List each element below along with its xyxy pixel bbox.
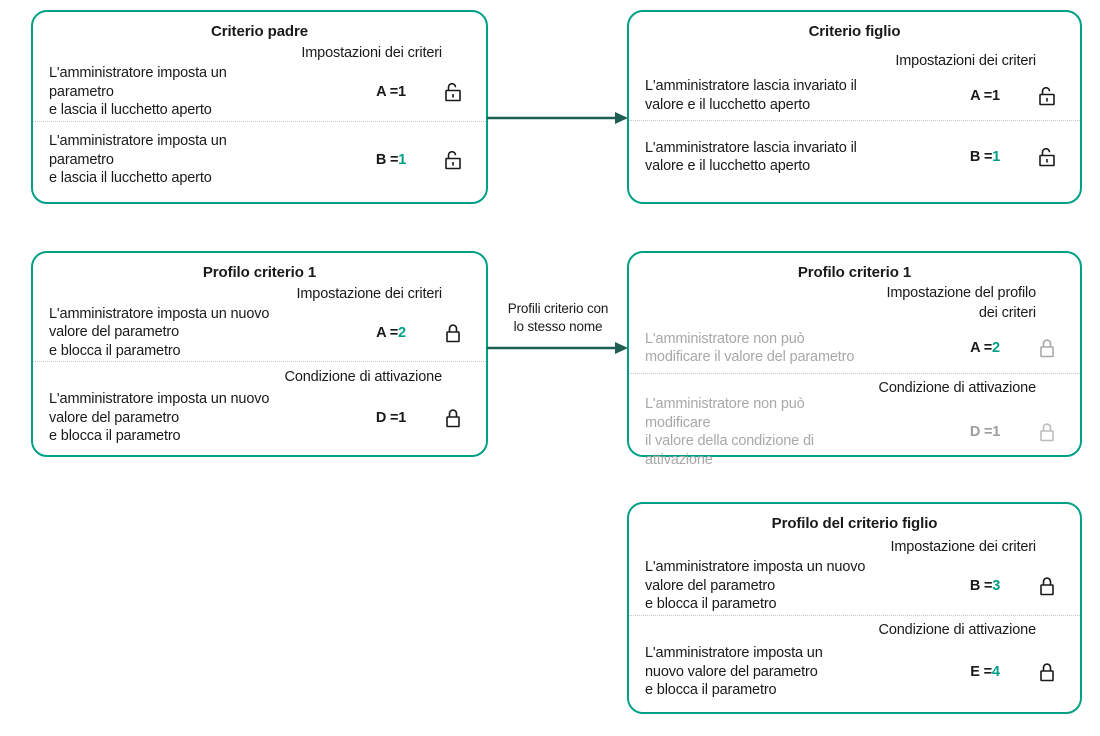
card-row: Impostazioni dei criteri L'amministrator… [629,52,1080,120]
value-number: 1 [992,149,1001,165]
arrow-profilo-to-profilo [487,340,629,356]
row-value: A =1 [942,88,1028,104]
row-value: D =1 [348,410,434,426]
row-description: L'amministratore non può modificare il v… [645,330,855,366]
section-label: Impostazioni dei criteri [895,53,1036,69]
card-criterio-figlio: Criterio figlio Impostazioni dei criteri… [627,10,1082,204]
value-number: 1 [398,410,407,426]
card-row: L'amministratore lascia invariato il val… [629,120,1080,193]
lock-open-icon [434,81,472,103]
card-criterio-padre: Criterio padre Impostazioni dei criteri … [31,10,488,204]
row-value: B =1 [348,152,434,168]
row-value: A =2 [942,340,1028,356]
arrow-middle-label: Profili criterio con lo stesso nome [507,301,609,334]
lock-closed-icon [434,407,472,429]
row-description: L'amministratore lascia invariato il val… [645,78,857,113]
value-prefix: D = [375,410,399,426]
lock-open-icon [1028,85,1066,107]
value-number: 1 [397,84,406,100]
lock-closed-icon [434,322,472,344]
row-description: L'amministratore imposta un nuovo valore… [645,559,866,613]
row-value: D =1 [942,424,1028,440]
value-number: 3 [992,578,1001,594]
value-number: 1 [991,87,1000,104]
section-label: Impostazione dei criteri [296,286,443,302]
card-profilo-criterio-figlio: Profilo del criterio figlio Impostazione… [627,502,1082,714]
card-profilo-criterio-1-left: Profilo criterio 1 Impostazione dei crit… [31,251,488,457]
card-row: Condizione di attivazione L'amministrato… [33,361,486,449]
value-prefix: A = [376,324,398,341]
row-value: A =2 [348,325,434,341]
value-prefix: E = [970,664,992,680]
row-description: L'amministratore imposta un nuovo valore… [49,305,270,359]
section-label: Condizione di attivazione [284,369,443,385]
card-title: Criterio padre [211,23,308,40]
value-number: 1 [398,152,407,168]
card-title: Criterio figlio [808,23,901,40]
lock-closed-icon [1028,421,1066,443]
lock-open-icon [1028,146,1066,168]
card-row: Condizione di attivazione L'amministrato… [629,373,1080,468]
row-description: L'amministratore imposta un nuovo valore… [49,391,270,445]
lock-closed-icon [1028,661,1066,683]
section-label: Condizione di attivazione [878,622,1037,638]
lock-closed-icon [1028,337,1066,359]
value-prefix: B = [375,152,399,168]
row-description: L'amministratore imposta un nuovo valore… [645,645,823,699]
row-description: L'amministratore lascia invariato il val… [645,139,857,175]
section-label: Condizione di attivazione [878,380,1037,396]
lock-open-icon [434,149,472,171]
card-row: Impostazione dei criteri L'amministrator… [33,285,486,361]
section-label: Impostazioni dei criteri [301,45,442,61]
row-value: B =1 [942,149,1028,165]
value-prefix: B = [969,149,993,165]
value-number: 1 [992,424,1001,440]
row-description: L'amministratore non può modificare il v… [645,396,814,468]
card-row: Impostazione dei criteri L'amministrator… [629,538,1080,615]
card-row: Condizione di attivazione L'amministrato… [629,615,1080,704]
row-description: L'amministratore imposta un parametro e … [49,65,227,119]
section-label: Impostazione del profilo dei criteri [886,285,1036,321]
value-prefix: D = [969,424,993,440]
card-row: L'amministratore imposta un parametro e … [33,121,486,198]
lock-closed-icon [1028,575,1066,597]
row-value: A =1 [348,84,434,100]
card-profilo-criterio-1-right: Profilo criterio 1 Impostazione del prof… [627,251,1082,468]
value-prefix: A = [970,87,992,104]
row-value: B =3 [942,578,1028,594]
card-title: Profilo del criterio figlio [771,515,938,532]
row-description: L'amministratore imposta un parametro e … [49,133,227,187]
value-prefix: A = [376,84,398,100]
card-row: Impostazione del profilo dei criteri L'a… [629,283,1080,373]
arrow-padre-to-figlio [487,110,629,126]
value-prefix: A = [970,340,992,356]
card-title: Profilo criterio 1 [797,264,912,281]
value-prefix: B = [969,578,993,594]
value-number: 2 [991,340,1000,356]
value-number: 4 [991,664,1000,680]
section-label: Impostazione dei criteri [890,539,1037,555]
value-number: 2 [397,324,406,341]
card-title: Profilo criterio 1 [202,264,317,281]
row-value: E =4 [942,664,1028,680]
card-row: Impostazioni dei criteri L'amministrator… [33,44,486,121]
